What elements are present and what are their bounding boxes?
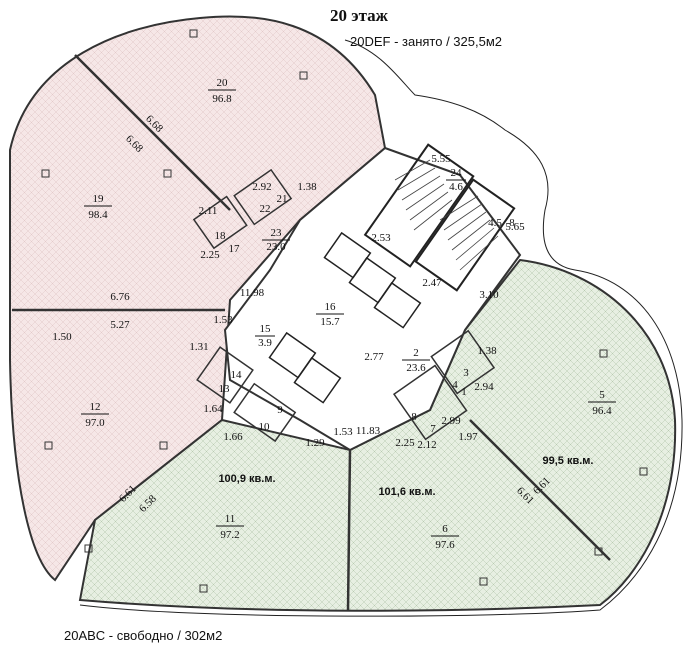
dimension-label: 3.10 xyxy=(479,289,499,301)
room-area: 97.0 xyxy=(85,417,105,429)
dimension-label: 6.76 xyxy=(110,291,130,303)
room-area: 8 xyxy=(509,217,515,229)
dimension-label: 1.38 xyxy=(477,345,497,357)
small-room-label: 10 xyxy=(259,421,271,433)
small-room-label: 18 xyxy=(215,230,227,242)
stair-block xyxy=(363,143,475,268)
room-number: 23 xyxy=(271,227,283,239)
wet-rooms xyxy=(192,168,496,443)
room-number: 6 xyxy=(442,523,448,535)
small-room-label: 14 xyxy=(231,369,243,381)
room-area: 23.6 xyxy=(406,362,426,374)
dimension-label: 5.27 xyxy=(110,319,130,331)
room-number: 11 xyxy=(225,513,236,525)
small-room-label: 17 xyxy=(229,243,241,255)
dimension-label: 1.53 xyxy=(333,426,353,438)
dimension-label: 11.98 xyxy=(240,287,265,299)
small-room-label: 13 xyxy=(219,383,231,395)
zone-area-label: 100,9 кв.м. xyxy=(218,473,275,485)
small-room-label: 1 xyxy=(461,386,467,398)
outer-contour-line xyxy=(79,39,683,617)
room-area: 97.6 xyxy=(435,539,455,551)
dimension-label: 1.53 xyxy=(213,314,233,326)
room-number: 15 xyxy=(260,323,272,335)
small-room-label: 22 xyxy=(260,203,271,215)
dimension-label: 2.94 xyxy=(474,381,494,393)
occupied-status-label: 20DEF - занято / 325,5м2 xyxy=(350,34,502,49)
small-room-label: 7 xyxy=(430,423,436,435)
dimension-label: 1.29 xyxy=(305,437,325,449)
dimension-label: 2.77 xyxy=(364,351,384,363)
stair-block xyxy=(414,178,516,292)
dimension-label: 1.50 xyxy=(52,331,72,343)
free-status-label: 20ABC - свободно / 302м2 xyxy=(64,628,223,643)
dimension-label: 1.64 xyxy=(203,403,223,415)
floor-title: 20 этаж xyxy=(330,6,388,25)
dimension-label: 2.25 xyxy=(200,249,220,261)
zone-area-label: 99,5 кв.м. xyxy=(543,455,594,467)
dimension-label: 2.11 xyxy=(199,205,218,217)
dimension-label: 2.12 xyxy=(417,439,436,451)
small-room-label: 3 xyxy=(463,367,469,379)
small-room-label: 8 xyxy=(411,411,417,423)
free-zone xyxy=(78,258,677,612)
dimension-label: 5.65 xyxy=(505,221,525,233)
stair-treads xyxy=(394,159,499,271)
small-room-label: 4 xyxy=(452,379,458,391)
dimension-label: 1.66 xyxy=(223,431,243,443)
dimension-label: 1.38 xyxy=(297,181,317,193)
room-area: 3.9 xyxy=(258,337,272,349)
room-area: 4.6 xyxy=(449,181,463,193)
small-room-label: 9 xyxy=(277,404,283,416)
room-area: 97.2 xyxy=(220,529,239,541)
room-number: 12 xyxy=(90,401,101,413)
room-area: 96.8 xyxy=(212,93,232,105)
room-area: 96.4 xyxy=(592,405,612,417)
dimension-label: 2.47 xyxy=(422,277,442,289)
room-number: 19 xyxy=(93,193,105,205)
dimension-label: 2.99 xyxy=(441,415,461,427)
columns xyxy=(41,29,648,593)
room-area: 15.7 xyxy=(320,316,340,328)
room-number: 4.5 xyxy=(488,217,502,229)
occupied-zone xyxy=(9,15,387,582)
room-number: 2 xyxy=(413,347,419,359)
dimension-label: 2.53 xyxy=(371,232,391,244)
small-room-label: 21 xyxy=(277,193,288,205)
dimension-label: 2.25 xyxy=(395,437,415,449)
room-number: 24 xyxy=(451,167,463,179)
room-number: 16 xyxy=(325,301,337,313)
dimension-label: 5.55 xyxy=(431,153,451,165)
room-area: 98.4 xyxy=(88,209,108,221)
zone-area-label: 101,6 кв.м. xyxy=(378,486,435,498)
dimension-label: 11.83 xyxy=(356,425,381,437)
lift-shafts xyxy=(268,231,422,404)
dimension-label: 2.92 xyxy=(252,181,271,193)
room-number: 20 xyxy=(217,77,229,89)
partition-walls xyxy=(12,54,611,611)
dimension-label: 1.97 xyxy=(458,431,478,443)
room-area: 23.0 xyxy=(266,241,286,253)
room-number: 5 xyxy=(599,389,605,401)
dimension-label: 1.31 xyxy=(189,341,208,353)
